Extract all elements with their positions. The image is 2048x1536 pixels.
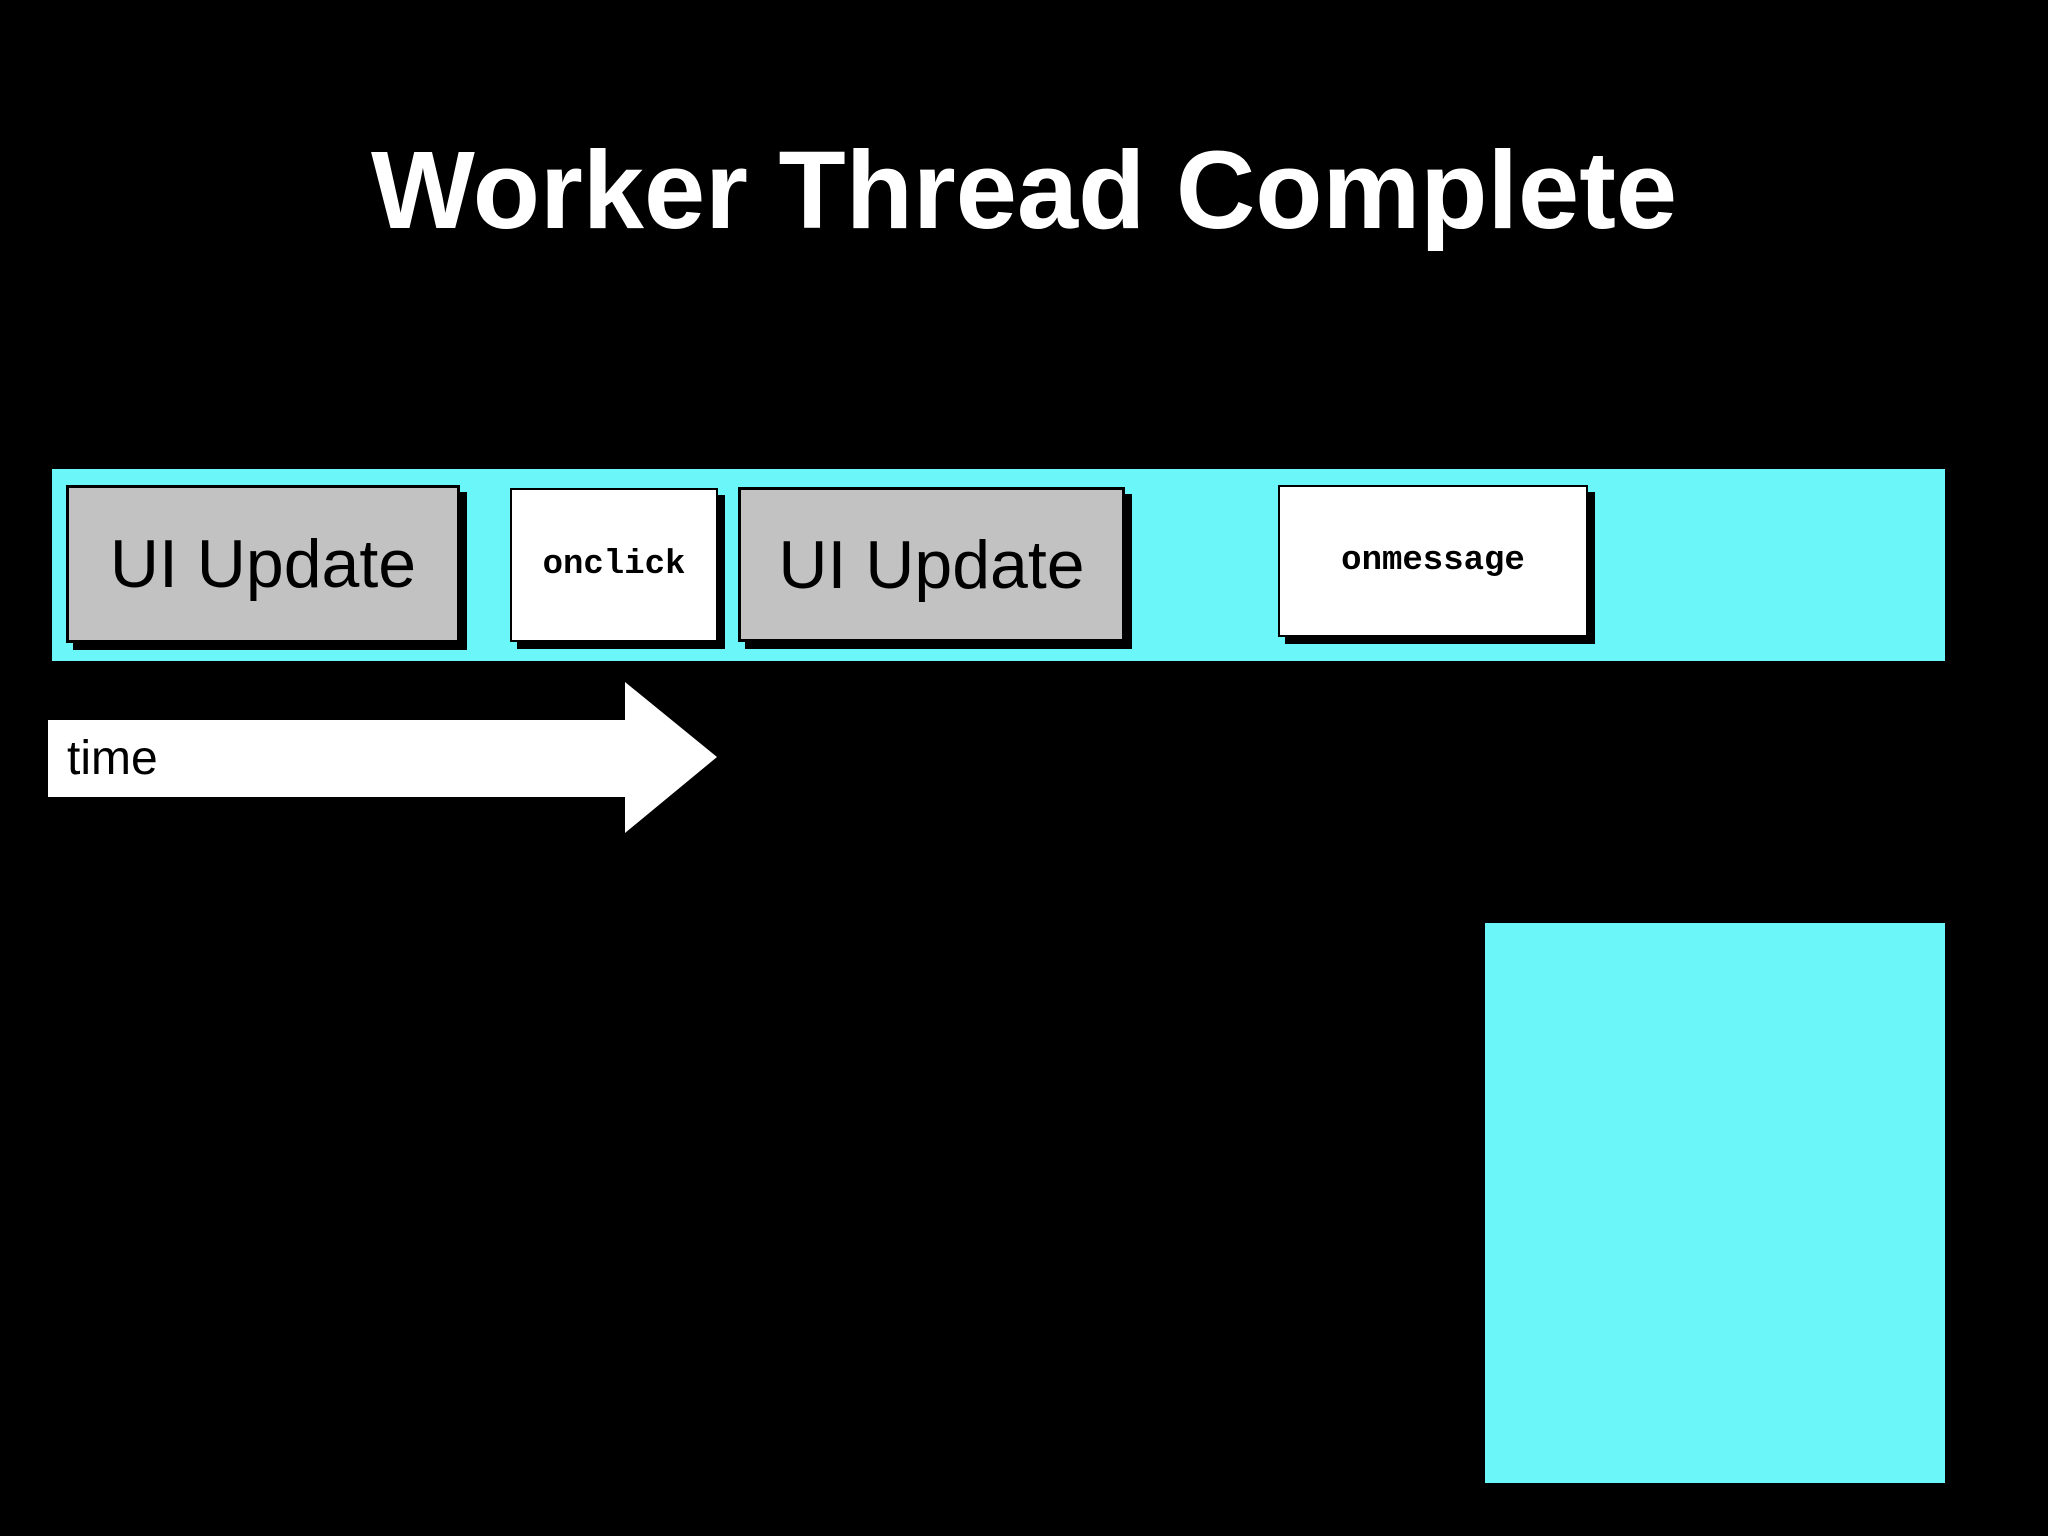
- time-arrow-head-icon: [625, 682, 717, 833]
- worker-thread-block: [1485, 923, 1945, 1483]
- timeline-block-ui-update-1: UI Update: [66, 485, 460, 643]
- main-thread-timeline-bar: UI Update onclick UI Update onmessage: [52, 469, 1945, 661]
- time-arrow-shaft: time: [48, 720, 625, 797]
- slide-title: Worker Thread Complete: [370, 129, 1678, 252]
- timeline-block-ui-update-2: UI Update: [738, 487, 1125, 642]
- time-label: time: [67, 732, 158, 785]
- timeline-block-onmessage: onmessage: [1278, 485, 1588, 637]
- timeline-block-onclick: onclick: [510, 488, 718, 642]
